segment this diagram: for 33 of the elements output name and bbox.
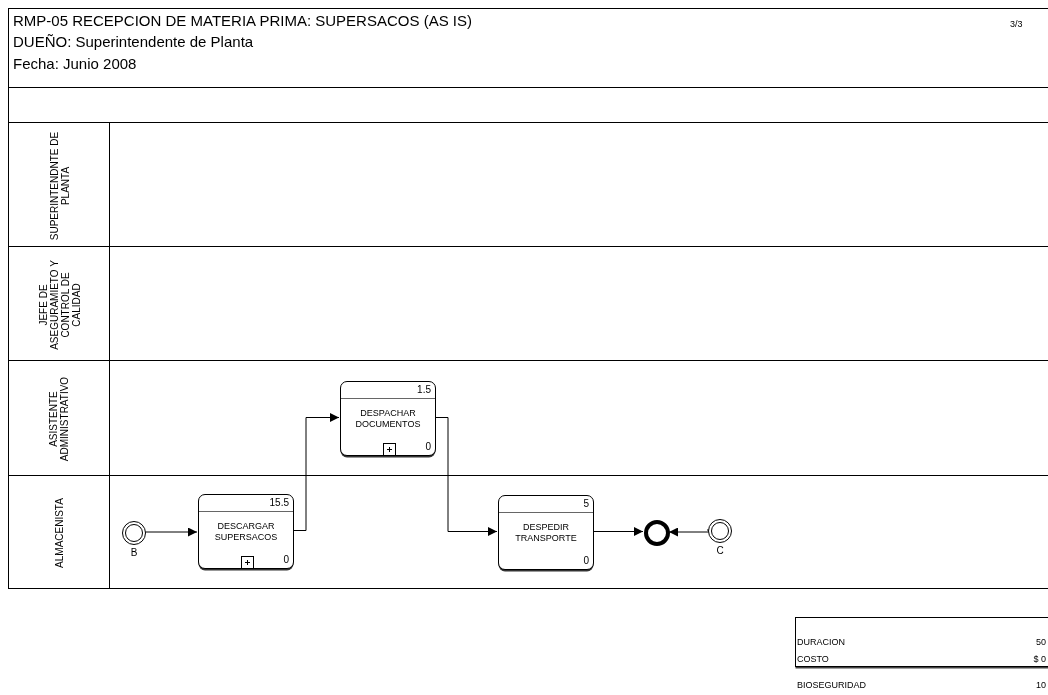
task-box: [498, 495, 594, 570]
task-box: [198, 494, 294, 569]
diagram-title: RMP-05 RECEPCION DE MATERIA PRIMA: SUPERSACOS (AS IS): [13, 12, 472, 29]
duration-value: 1.5: [417, 384, 431, 395]
task-box: [340, 381, 436, 456]
sequence-arrow: [434, 417, 498, 536]
cost-value: 0: [283, 554, 289, 565]
task-name: DESPACHAR DOCUMENTOS: [354, 408, 422, 430]
lane-label: ASISTENTE ADMINISTRATIVO: [47, 375, 71, 464]
sequence-arrow: [592, 527, 644, 536]
task-name: DESPEDIR TRANSPORTE: [514, 522, 578, 544]
task-name: DESCARGAR SUPERSACOS: [213, 521, 279, 543]
cost-value: 0: [583, 555, 589, 566]
metric-value: 50: [1036, 637, 1046, 647]
sequence-arrow: [144, 527, 198, 537]
duration-value: 5: [583, 498, 589, 509]
metric-value: 10: [1036, 680, 1046, 690]
event-label: B: [129, 547, 139, 558]
metric-value: $ 0: [1033, 654, 1046, 664]
lane-label: ALMACENISTA: [52, 497, 66, 570]
sequence-arrow: [292, 413, 340, 531]
lane-label: JEFE DE ASEGURAMIETO Y CONTROL DE CALIDAD: [36, 258, 82, 352]
page-number: 3/3: [1010, 19, 1023, 29]
cost-value: 0: [425, 441, 431, 452]
event-label: C: [715, 545, 725, 556]
metric-label: COSTO: [797, 654, 829, 664]
duration-value: 15.5: [269, 497, 289, 508]
date-text: Fecha: Junio 2008: [13, 55, 137, 72]
metric-label: DURACION: [797, 637, 845, 647]
lane-label: SUPERINTENDNTE DE PLANTA: [47, 130, 71, 242]
metric-label: BIOSEGURIDAD: [797, 680, 866, 690]
owner-text: DUEÑO: Superintendente de Planta: [13, 33, 254, 50]
swimlane: [8, 475, 1048, 589]
